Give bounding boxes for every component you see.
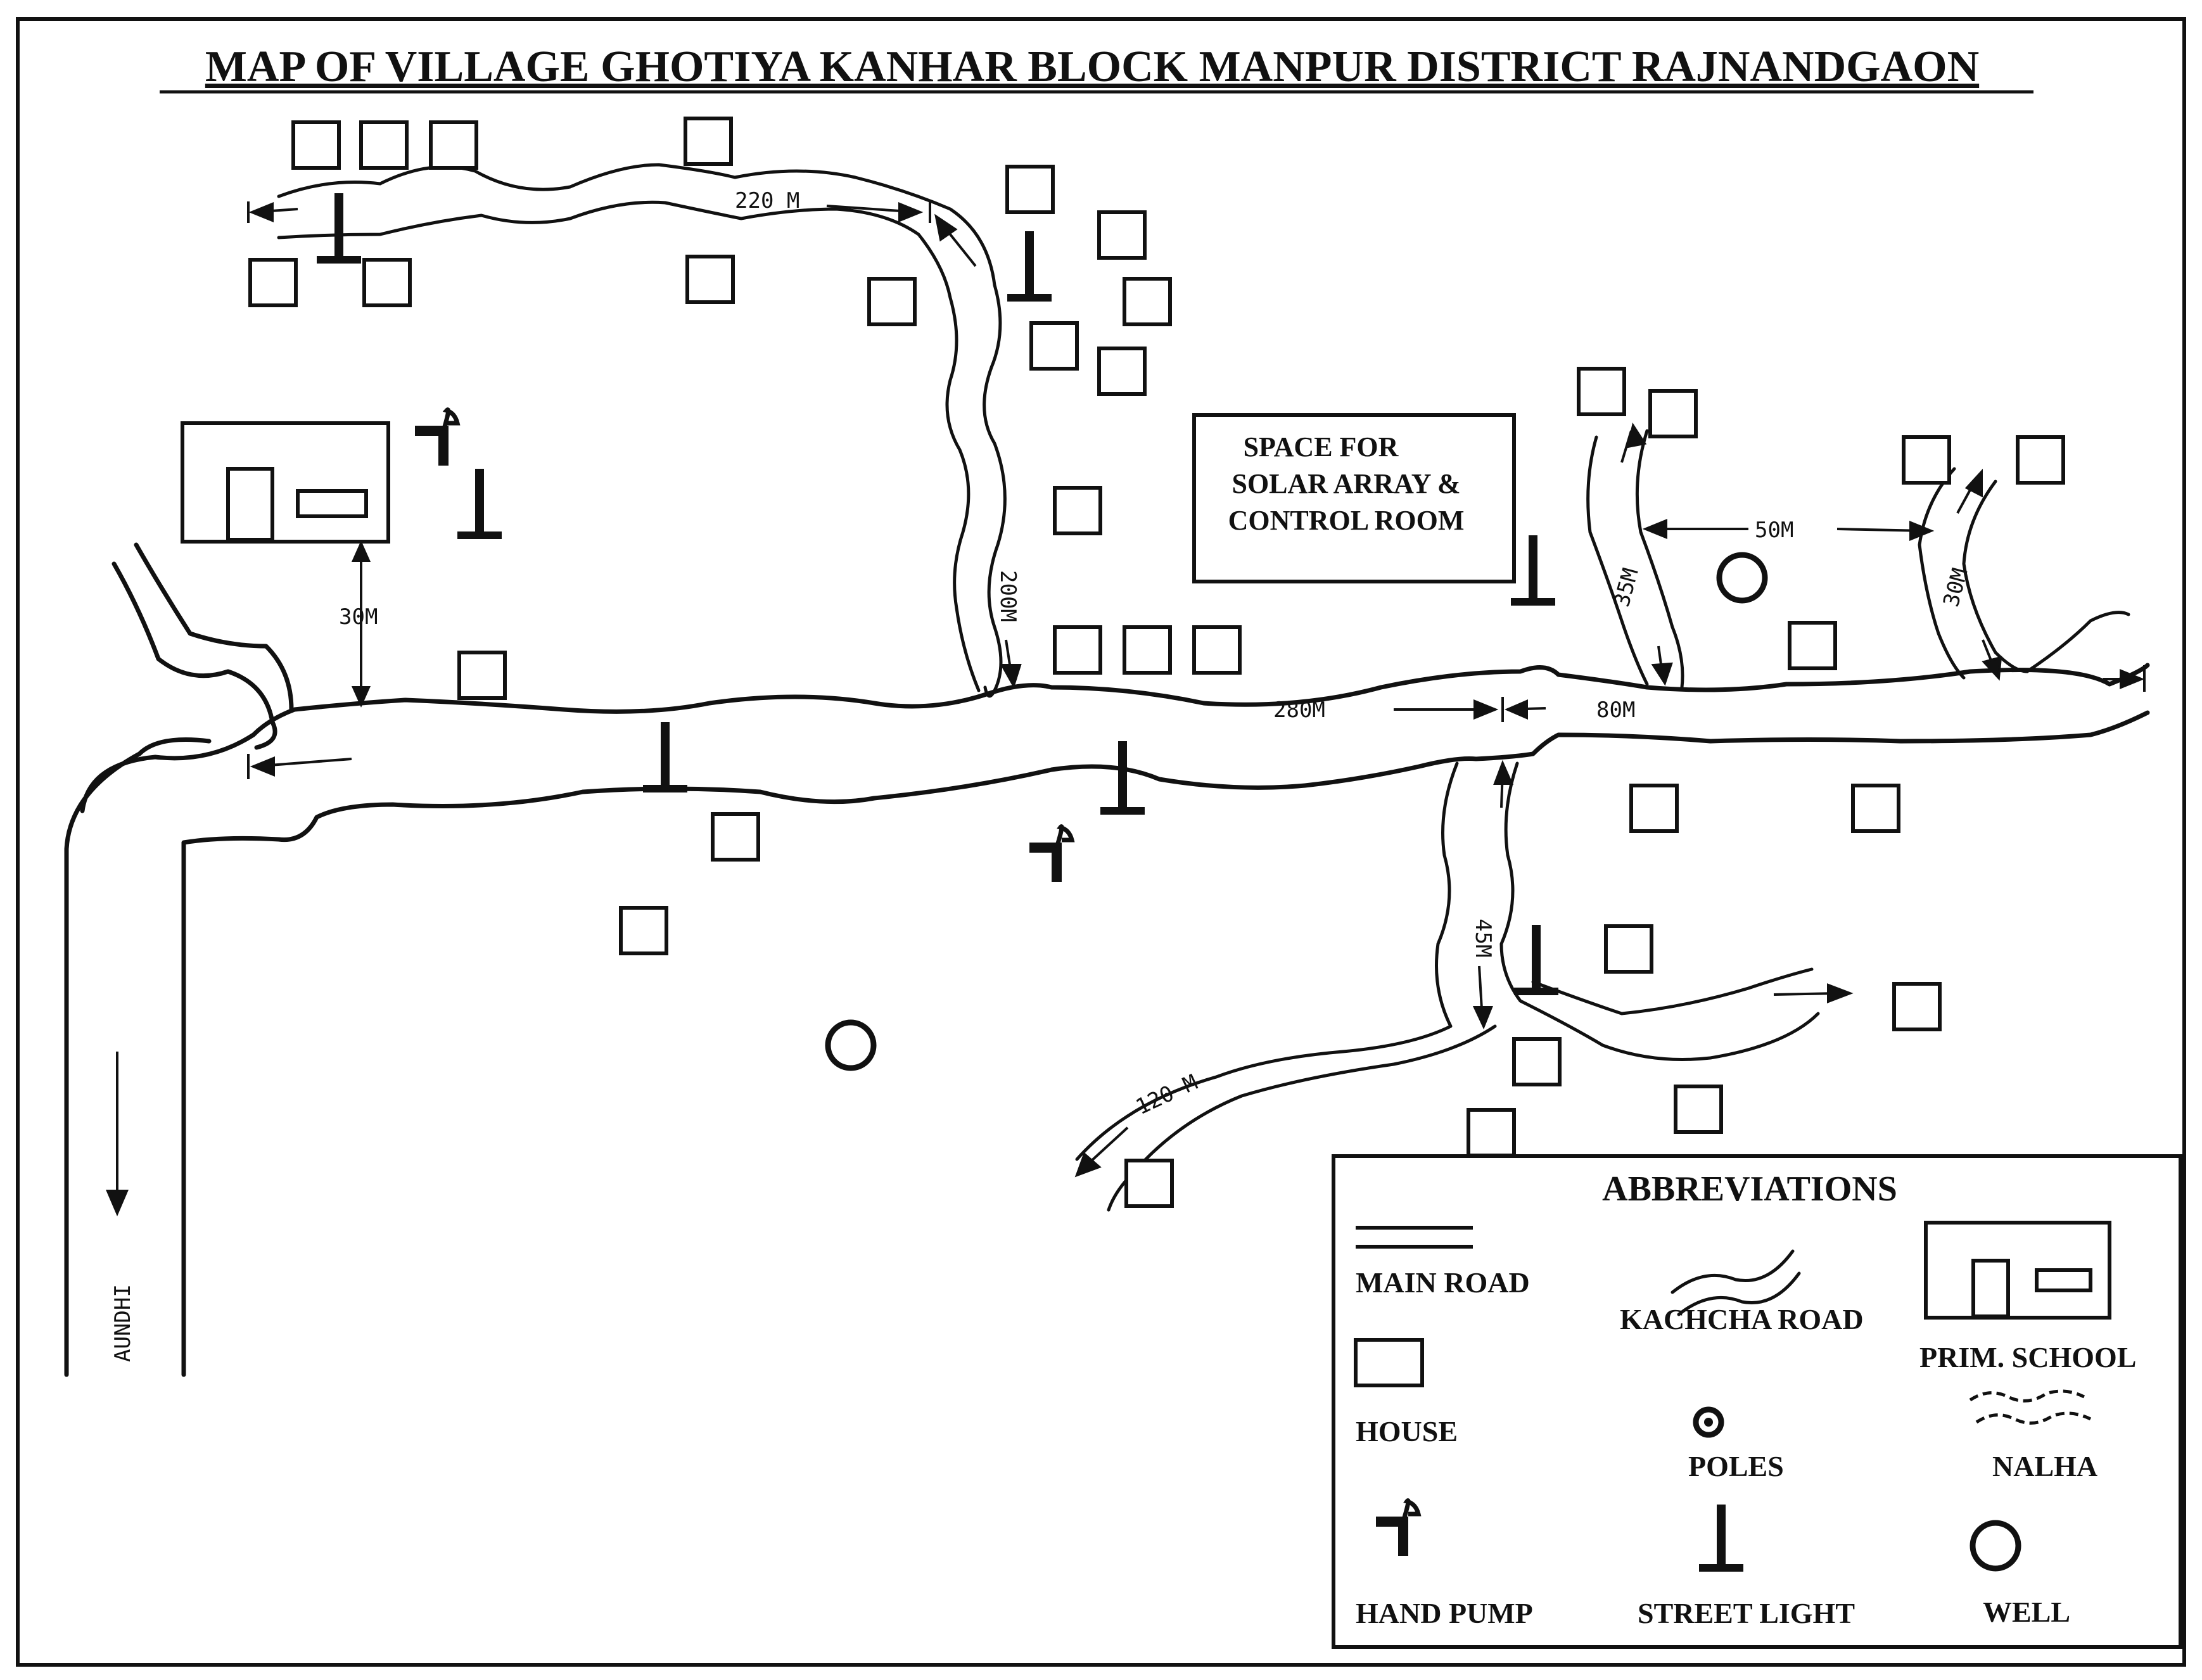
house — [457, 651, 507, 700]
house — [248, 258, 298, 307]
distance-30m-left: 30M — [339, 604, 378, 630]
hand-pumps — [415, 407, 1075, 882]
legend-street-light-symbol — [1699, 1505, 1743, 1572]
legend-poles-symbol — [1693, 1406, 1724, 1438]
house — [1053, 486, 1102, 535]
house — [1053, 625, 1102, 675]
house — [1851, 784, 1900, 833]
house — [1577, 367, 1626, 416]
main-road — [64, 663, 2150, 1377]
well — [825, 1019, 877, 1071]
house — [359, 120, 409, 170]
nalha-stream — [111, 561, 277, 750]
legend-street-light-label: STREET LIGHT — [1638, 1597, 1855, 1629]
legend: ABBREVIATIONS MAIN ROAD KACHCHA ROAD PRI… — [1332, 1154, 2182, 1649]
house — [1467, 1108, 1516, 1157]
legend-nalha-symbol — [1969, 1389, 2092, 1425]
house — [1123, 277, 1172, 326]
distance-50m: 50M — [1755, 518, 1793, 543]
street-light — [1514, 925, 1558, 995]
legend-well-label: WELL — [1983, 1596, 2070, 1628]
street-light — [317, 193, 361, 264]
legend-main-road-symbol — [1356, 1226, 1473, 1249]
street-light — [643, 722, 687, 792]
house — [362, 258, 412, 307]
direction-aundhi: AUNDHI — [110, 1284, 136, 1362]
street-light — [1007, 231, 1052, 302]
distance-45m: 45M — [1470, 919, 1496, 957]
map-border — [16, 17, 2186, 1667]
house — [429, 120, 478, 170]
primary-school — [181, 421, 390, 544]
legend-heading: ABBREVIATIONS — [1602, 1169, 1897, 1209]
street-lights — [317, 193, 1558, 995]
street-light — [457, 469, 502, 539]
distance-arrows — [105, 201, 2146, 1217]
house — [1097, 347, 1147, 396]
legend-well-symbol — [1970, 1520, 2021, 1572]
house — [1123, 625, 1172, 675]
distance-30m-right: 30M — [1938, 566, 1973, 610]
house — [1029, 321, 1079, 371]
legend-kachcha-road-label: KACHCHA ROAD — [1620, 1303, 1864, 1335]
map-title: MAP OF VILLAGE GHOTIYA KANHAR BLOCK MANP… — [205, 42, 1979, 91]
legend-house-label: HOUSE — [1356, 1415, 1458, 1448]
nalha-stream-inner — [134, 542, 294, 712]
wells — [825, 552, 1768, 1071]
hand-pump — [415, 407, 461, 466]
legend-kachcha-road-symbol — [1671, 1249, 1801, 1316]
house — [1512, 1037, 1562, 1086]
house — [291, 120, 341, 170]
legend-hand-pump-symbol — [1376, 1498, 1422, 1556]
kachcha-road-35m — [1586, 429, 1684, 689]
house — [1674, 1085, 1723, 1134]
house — [685, 255, 735, 304]
house — [619, 906, 668, 955]
house — [684, 117, 733, 166]
distance-80m: 80M — [1596, 697, 1635, 723]
house — [1097, 210, 1147, 260]
house — [1124, 1159, 1174, 1208]
house — [1648, 389, 1698, 438]
house — [1005, 165, 1055, 214]
hand-pump — [1029, 824, 1075, 882]
distance-220m: 220 M — [735, 188, 799, 213]
house — [1892, 982, 1942, 1031]
house — [1604, 924, 1653, 974]
street-light — [1100, 741, 1145, 815]
distance-120m: 120 M — [1132, 1070, 1202, 1121]
well — [1716, 552, 1768, 604]
house — [2016, 435, 2065, 485]
house — [711, 812, 760, 862]
kachcha-road-south — [1075, 761, 1820, 1212]
street-light — [1511, 535, 1555, 606]
house — [1788, 621, 1837, 670]
legend-prim-school-label: PRIM. SCHOOL — [1919, 1341, 2136, 1373]
legend-hand-pump-label: HAND PUMP — [1356, 1597, 1533, 1629]
solar-space-box: SPACE FOR SOLAR ARRAY & CONTROL ROOM — [1192, 413, 1516, 583]
legend-school-symbol — [1924, 1221, 2111, 1320]
kachcha-road-top — [277, 163, 1007, 698]
solar-line-1: SPACE FOR — [1244, 431, 1399, 462]
distance-200m: 200M — [995, 570, 1021, 622]
legend-nalha-label: NALHA — [1992, 1450, 2097, 1482]
distance-280m: 280M — [1273, 697, 1325, 723]
solar-line-3: CONTROL ROOM — [1228, 505, 1465, 536]
house — [1192, 625, 1242, 675]
house — [867, 277, 917, 326]
legend-house-symbol — [1354, 1338, 1424, 1387]
houses — [248, 117, 2065, 1208]
legend-main-road-label: MAIN ROAD — [1356, 1266, 1530, 1299]
legend-poles-label: POLES — [1688, 1450, 1784, 1482]
distance-35m: 35M — [1609, 566, 1644, 610]
solar-line-2: SOLAR ARRAY & — [1231, 468, 1460, 499]
kachcha-road-30m — [1918, 467, 2130, 680]
house — [1902, 435, 1951, 485]
house — [1629, 784, 1679, 833]
